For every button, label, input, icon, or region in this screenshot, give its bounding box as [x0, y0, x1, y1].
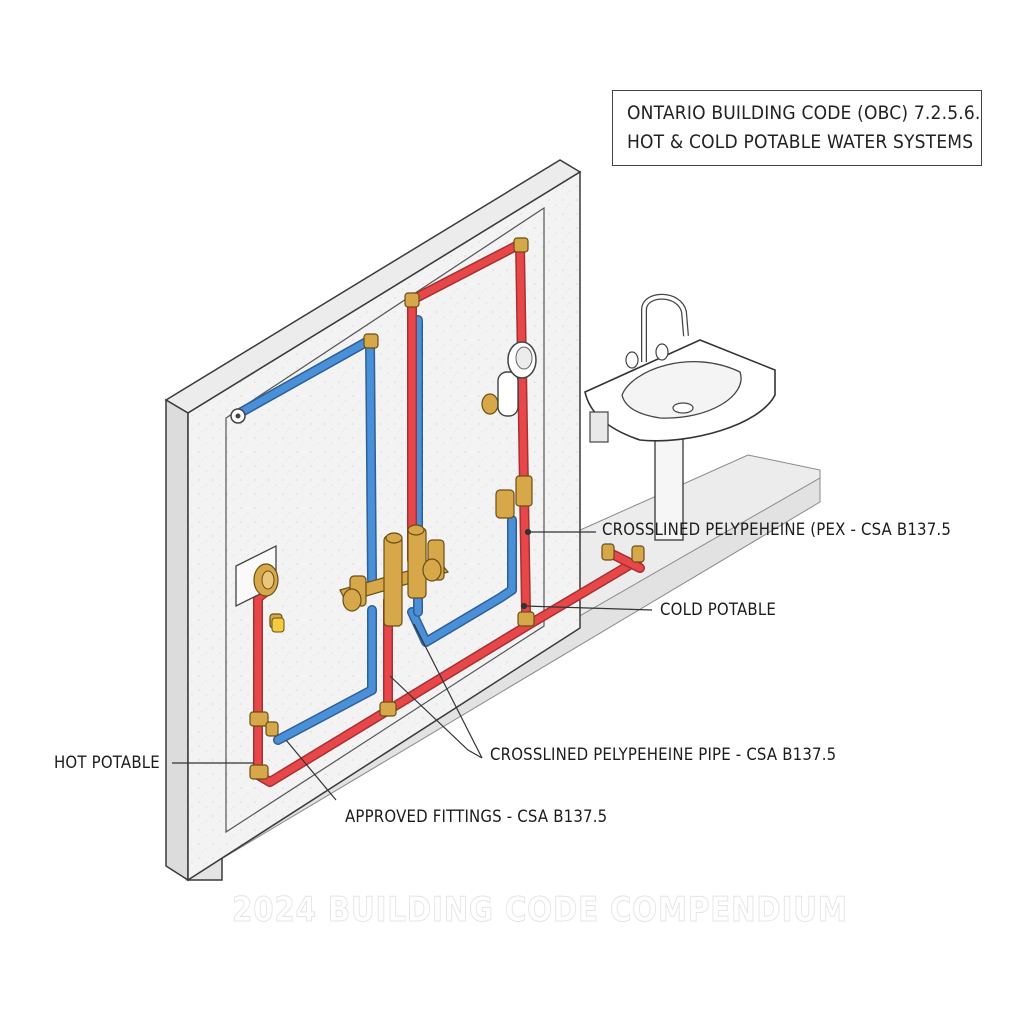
hand-shower: [497, 341, 537, 417]
code-reference-line1: ONTARIO BUILDING CODE (OBC) 7.2.5.6.: [627, 102, 981, 124]
label-hot-potable: HOT POTABLE: [54, 753, 160, 773]
watermark: 2024 BUILDING CODE COMPENDIUM: [232, 890, 848, 931]
sink: [584, 293, 776, 541]
code-reference-box: ONTARIO BUILDING CODE (OBC) 7.2.5.6. HOT…: [612, 90, 982, 166]
label-pex-upper: CROSSLINED PELYPEHEINE (PEX - CSA B137.5: [602, 520, 952, 540]
wall-outlet: [235, 544, 285, 633]
label-pex-pipe: CROSSLINED PELYPEHEINE PIPE - CSA B137.5: [490, 745, 837, 765]
valve-handle-icon: [230, 408, 246, 424]
code-reference-line2: HOT & COLD POTABLE WATER SYSTEMS: [627, 131, 974, 153]
callout-leaders: [172, 528, 653, 801]
brass-fittings: [249, 237, 645, 780]
label-cold-potable: COLD POTABLE: [660, 600, 777, 620]
label-approved-fittings: APPROVED FITTINGS - CSA B137.5: [345, 807, 608, 827]
